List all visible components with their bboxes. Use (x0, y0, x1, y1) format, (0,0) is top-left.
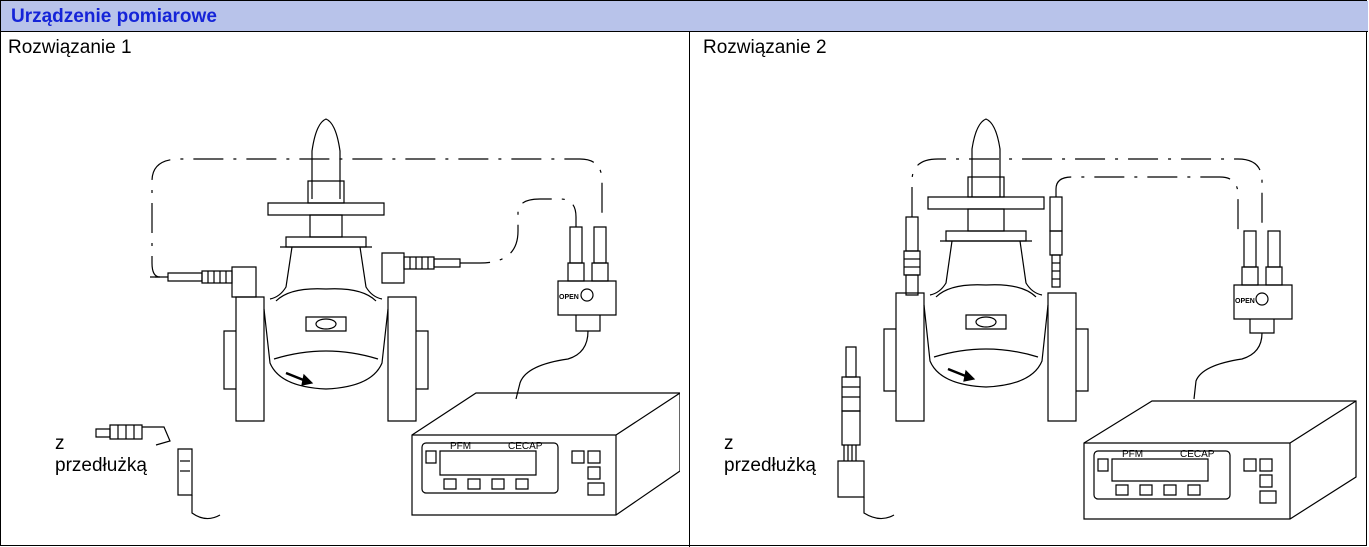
adapter-1-open-label: OPEN (559, 294, 579, 301)
panel-2-illustration: PFM CECAP OPEN (690, 31, 1366, 543)
panel-divider (689, 32, 690, 547)
panel-1-note: z przedłużką (55, 433, 147, 477)
device-1-model-label: CECAP (508, 441, 543, 452)
section-header: Urządzenie pomiarowe (1, 1, 1368, 32)
adapter-2-open-label: OPEN (1235, 298, 1255, 305)
device-1-brand-label: PFM (450, 441, 471, 452)
panel-2-note-line-2: przedłużką (724, 455, 816, 476)
panel-2-note-line-1: z (724, 433, 734, 454)
device-2-brand-label: PFM (1122, 449, 1143, 460)
panel-1-note-line-2: przedłużką (55, 455, 147, 476)
panel-2-caption: Rozwiązanie 2 (703, 37, 827, 58)
section-title: Urządzenie pomiarowe (11, 6, 217, 27)
panel-1-caption: Rozwiązanie 1 (8, 37, 132, 58)
panel-1-illustration: PFM CECAP OPEN (40, 31, 680, 543)
device-2-model-label: CECAP (1180, 449, 1215, 460)
panel-2-note: z przedłużką (724, 433, 816, 477)
panel-1-note-line-1: z (55, 433, 65, 454)
